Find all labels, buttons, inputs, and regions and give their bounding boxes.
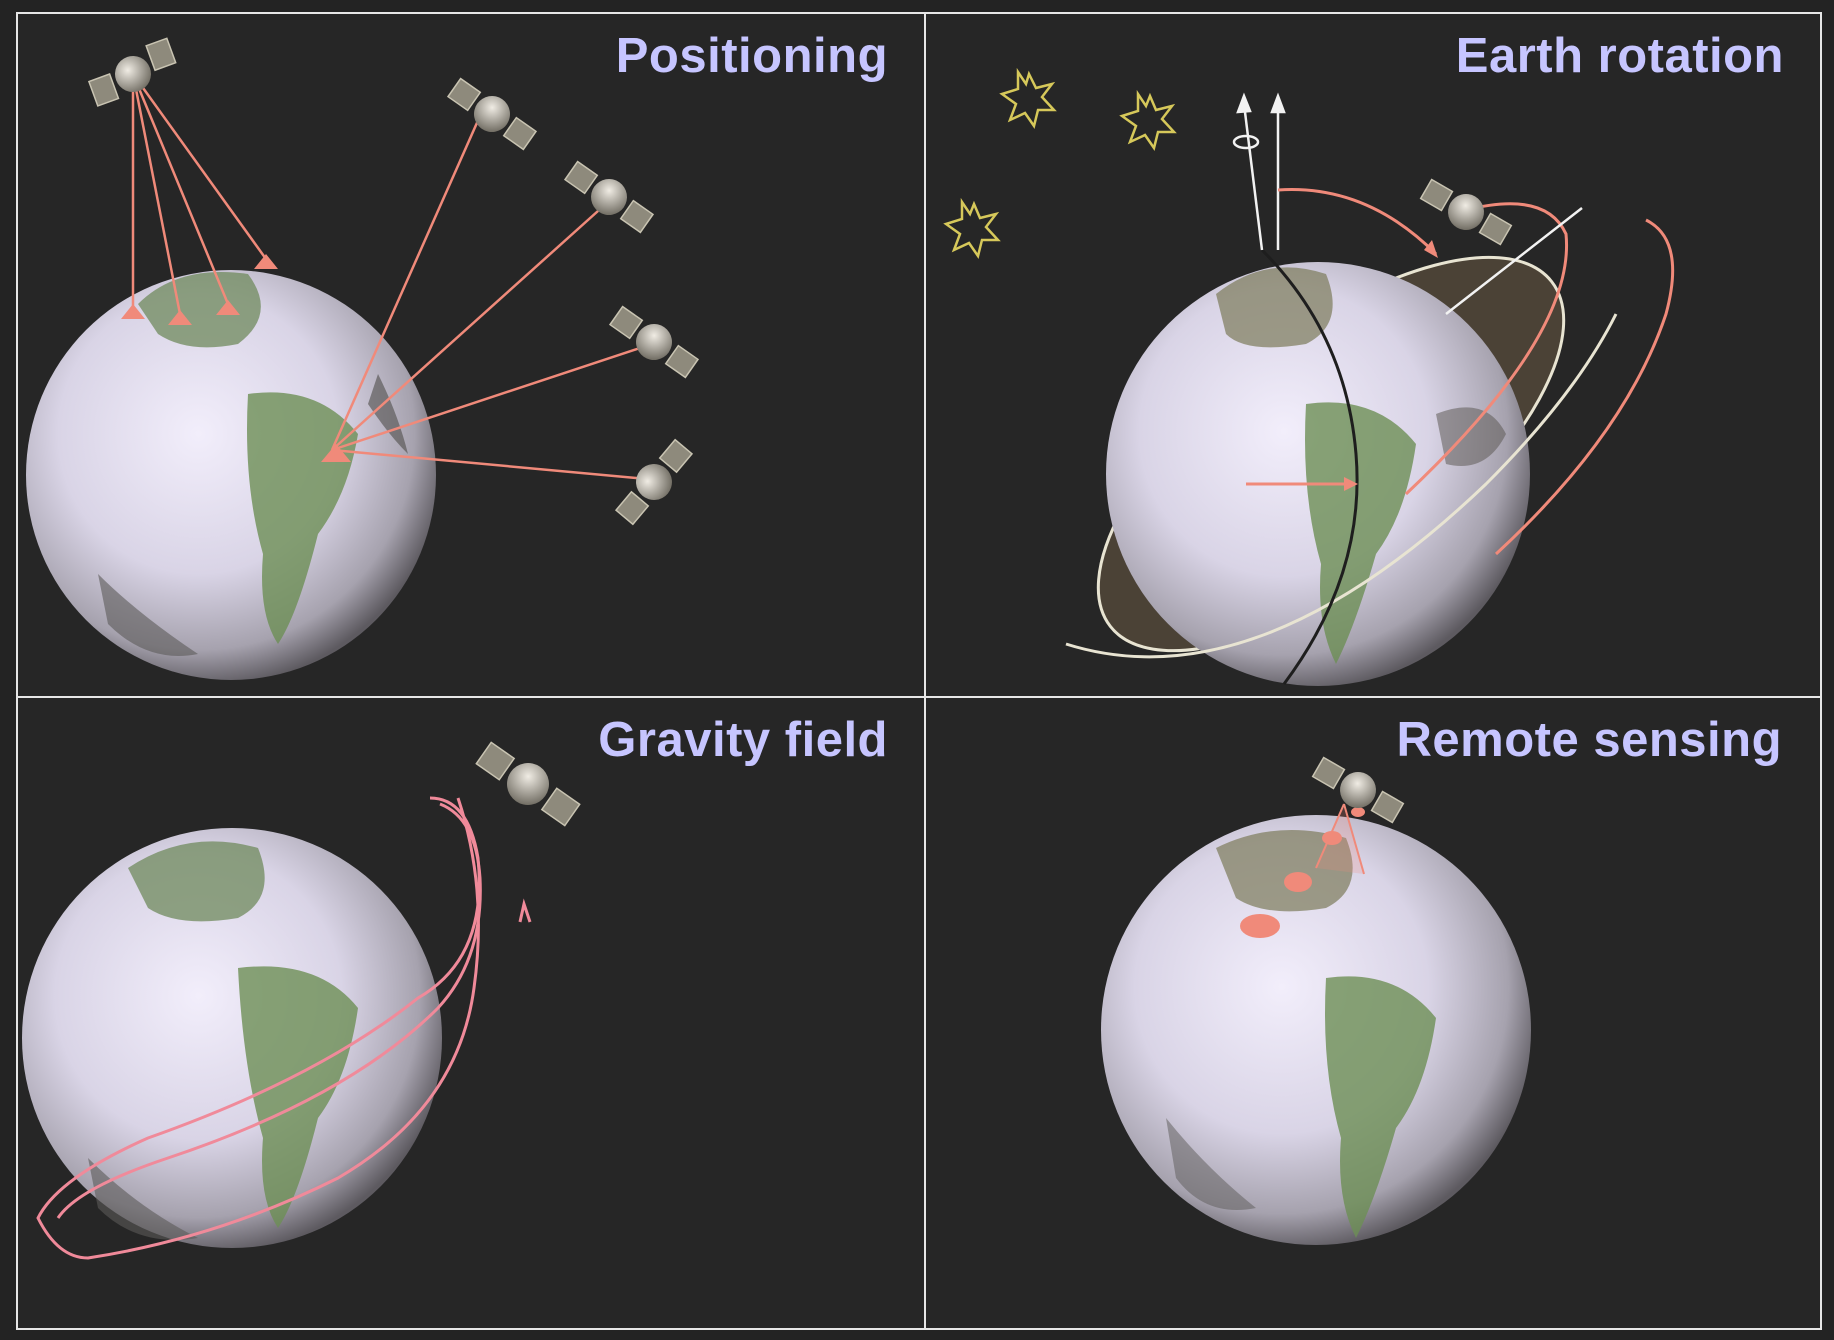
- satellite-track: [36, 796, 532, 1260]
- satellite-icon: [87, 37, 177, 107]
- signal-lines: [131, 73, 659, 482]
- ground-station-markers: [121, 254, 351, 462]
- rotation-arrows: [1246, 188, 1675, 556]
- positioning-panel: Positioning: [16, 12, 926, 698]
- earth-globe: [26, 270, 436, 680]
- orbit-normal: [1445, 207, 1583, 315]
- earth-globe: [1101, 815, 1531, 1245]
- panel-title-remote-sensing: Remote sensing: [1396, 713, 1782, 767]
- satellite-icon: [1419, 178, 1513, 246]
- satellite-icon: [446, 77, 538, 151]
- positioning-illustration: [26, 37, 700, 680]
- remote-sensing-illustration: [1101, 756, 1531, 1245]
- gravity-field-illustration: [22, 741, 581, 1260]
- earth-globe: [1106, 262, 1530, 686]
- panel-title-gravity-field: Gravity field: [598, 713, 888, 767]
- panel-title-earth-rotation: Earth rotation: [1455, 29, 1784, 83]
- earth-globe: [22, 828, 442, 1248]
- satellite-icon: [563, 160, 655, 234]
- star-icon: [943, 67, 1177, 259]
- meridian-line: [1260, 248, 1359, 685]
- earth-rotation-panel: Earth rotation: [924, 12, 1822, 698]
- satellite-icon: [608, 305, 700, 379]
- rotation-axis: [1232, 92, 1286, 251]
- satellite-icon: [475, 741, 581, 827]
- remote-sensing-panel: Remote sensing: [924, 696, 1822, 1330]
- satellite-icon: [1311, 756, 1405, 824]
- satellite-icon: [614, 438, 694, 526]
- panel-title-positioning: Positioning: [615, 29, 888, 83]
- earth-rotation-illustration: [943, 67, 1675, 686]
- orbit-front-edge: [1065, 313, 1618, 659]
- gravity-field-panel: Gravity field: [16, 696, 926, 1330]
- sensor-footprints: [1240, 807, 1365, 938]
